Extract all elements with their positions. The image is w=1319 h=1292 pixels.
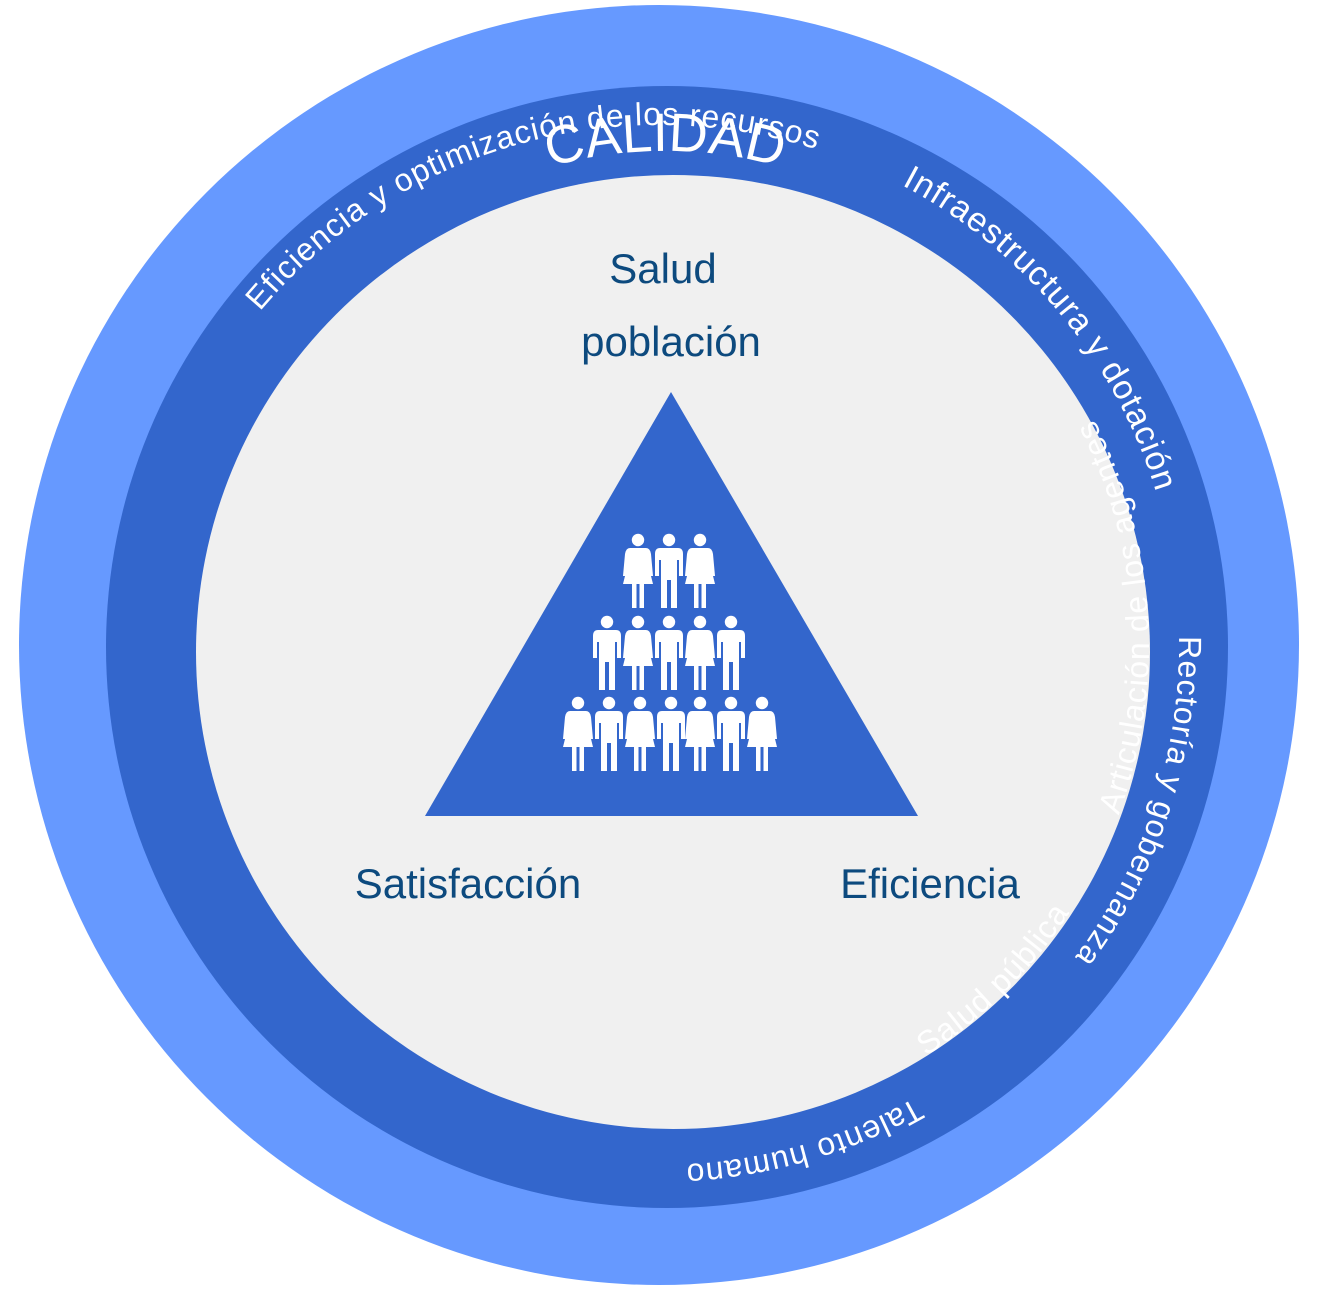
left-label: Satisfacción [355, 860, 581, 907]
right-label: Eficiencia [840, 860, 1020, 907]
top-label-line1: Salud [609, 245, 716, 292]
top-label-line2: población [581, 318, 761, 365]
